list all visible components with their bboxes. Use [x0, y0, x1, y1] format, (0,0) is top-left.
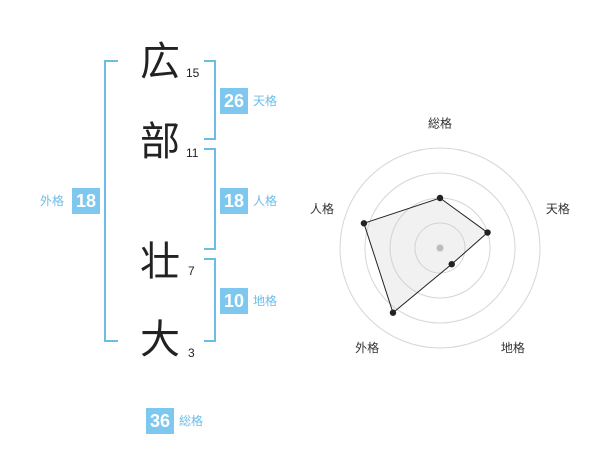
stroke-count-2: 11 [186, 146, 199, 160]
radar-axis-label-3: 地格 [501, 340, 525, 355]
chikaku-label: 地格 [253, 294, 278, 308]
gaikaku-label: 外格 [40, 194, 65, 208]
gaikaku-bracket [104, 60, 118, 342]
soukaku-label: 総格 [179, 414, 204, 428]
radar-axis-label-2: 天格 [546, 201, 570, 216]
radar-center-dot [436, 244, 444, 252]
soukaku-value: 36 [146, 408, 174, 434]
radar-point-1 [436, 194, 444, 202]
radar-point-2 [484, 229, 491, 236]
radar-polygon [363, 197, 489, 314]
name-char-2: 部 [140, 119, 180, 165]
name-char-1: 広 [140, 39, 180, 85]
radar-axis-label-1: 総格 [428, 116, 452, 131]
chikaku-value: 10 [220, 288, 248, 314]
name-char-4: 大 [140, 317, 180, 363]
radar-point-4 [389, 309, 397, 316]
jinkaku-value: 18 [220, 188, 248, 214]
radar-point-3 [448, 260, 455, 268]
gaikaku-value: 18 [72, 188, 100, 214]
tenkaku-value: 26 [220, 88, 248, 114]
tenkaku-bracket [204, 60, 216, 140]
radar-axis-label-5: 人格 [310, 201, 334, 216]
stroke-count-1: 15 [186, 66, 200, 80]
tenkaku-label: 天格 [253, 94, 278, 108]
jinkaku-bracket [204, 148, 216, 250]
radar-ring-1 [414, 222, 466, 274]
radar-point-5 [360, 220, 368, 227]
stroke-count-4: 3 [188, 346, 195, 360]
name-char-3: 壮 [140, 239, 180, 285]
stroke-count-3: 7 [188, 264, 195, 278]
radar-ring-4 [339, 147, 541, 349]
radar-ring-3 [364, 172, 516, 324]
chikaku-bracket [204, 258, 216, 342]
jinkaku-label: 人格 [253, 194, 278, 208]
radar-axis-label-4: 外格 [355, 340, 379, 355]
